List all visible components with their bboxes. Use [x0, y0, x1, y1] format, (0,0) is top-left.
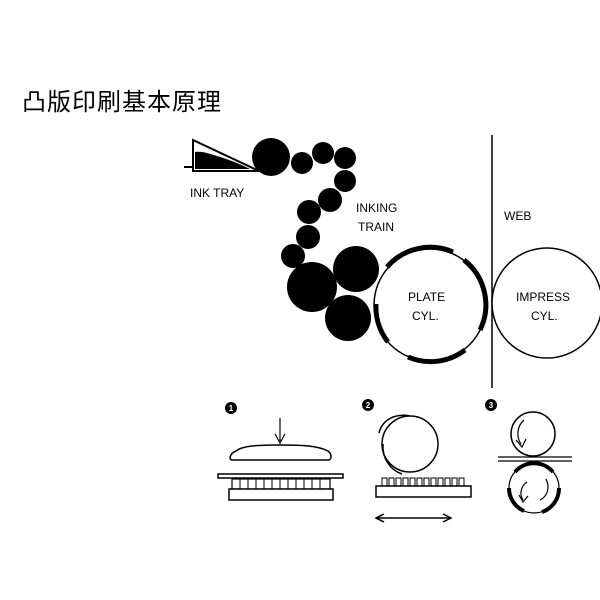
plate-cylinder: [373, 244, 489, 365]
step-3-badge: 3: [485, 399, 497, 411]
web-label: WEB: [504, 209, 531, 223]
ink-roller: [297, 200, 321, 224]
impression-cylinder: [491, 247, 600, 359]
step-1-badge: 1: [225, 402, 237, 414]
plate-cylinder-label-line2: CYL.: [412, 309, 439, 323]
ink-tray: [184, 138, 260, 172]
step-2-badge: 2: [362, 399, 374, 411]
step-1-flatbed-press: [217, 418, 344, 501]
svg-text:3: 3: [489, 401, 494, 410]
form-roller: [325, 295, 371, 341]
svg-text:1: 1: [229, 404, 234, 413]
step-2-cylinder-press: [374, 414, 472, 523]
ink-roller: [318, 188, 342, 212]
plate-cylinder-label-line1: PLATE: [408, 290, 445, 304]
ink-roller: [296, 225, 320, 249]
ink-roller: [281, 244, 305, 268]
fountain-roller: [252, 138, 290, 176]
ink-tray-label: INK TRAY: [190, 186, 244, 200]
inking-train-label-line2: TRAIN: [358, 220, 394, 234]
form-roller: [333, 246, 379, 292]
inking-rollers: [252, 138, 379, 341]
form-roller: [287, 262, 337, 312]
ink-roller: [291, 152, 313, 174]
ink-roller: [312, 142, 334, 164]
ink-roller: [334, 170, 356, 192]
ink-roller: [334, 147, 356, 169]
diagram-title: 凸版印刷基本原理: [22, 88, 222, 116]
inking-train-label-line1: INKING: [356, 201, 397, 215]
impression-cylinder-label-line2: CYL.: [531, 309, 558, 323]
impression-cylinder-label-line1: IMPRESS: [516, 290, 570, 304]
step-3-rotary-press: [498, 411, 572, 514]
svg-text:2: 2: [366, 401, 371, 410]
